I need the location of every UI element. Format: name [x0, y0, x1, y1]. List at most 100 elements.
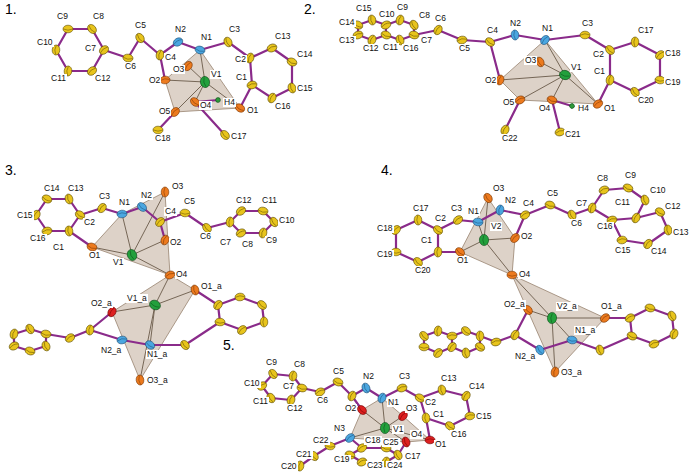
atom-label: C18 — [154, 134, 172, 143]
atom-ellipsoid — [432, 224, 445, 236]
atom-ellipsoid — [86, 325, 95, 336]
atom-ellipsoid — [604, 44, 616, 56]
atom-ellipsoid — [396, 383, 408, 393]
panel-number: 2. — [303, 2, 317, 16]
atom-label: O2 — [344, 404, 357, 413]
atom-label: C14 — [43, 184, 61, 193]
atom-ellipsoid — [395, 14, 405, 26]
atom-ellipsoid — [418, 330, 430, 343]
atom-ellipsoid — [64, 225, 73, 236]
atom-label: C7 — [84, 44, 97, 53]
atom-label: O5 — [158, 107, 171, 116]
atom-label: C19 — [376, 250, 394, 259]
atom-ellipsoid — [190, 284, 200, 296]
atom-label: O3 — [172, 65, 185, 74]
atom-ellipsoid — [599, 312, 612, 324]
atom-label: C12 — [664, 202, 682, 211]
atom-ellipsoid — [8, 340, 20, 351]
atom-label: C14 — [468, 382, 486, 391]
atom-label: C8 — [293, 360, 306, 369]
atom-label: C3 — [581, 19, 594, 28]
atom-ellipsoid — [257, 206, 268, 215]
atom-ellipsoid — [180, 209, 190, 217]
atom-label: C2 — [424, 398, 437, 407]
atom-label: C9 — [624, 171, 637, 180]
atom-label: C5 — [134, 21, 147, 30]
atom-label: N2 — [504, 196, 517, 205]
atom-ellipsoid — [446, 341, 458, 354]
atom-label: C11 — [614, 198, 631, 207]
atom-ellipsoid — [587, 202, 598, 214]
atom-ellipsoid — [367, 14, 377, 26]
atom-label: C5 — [458, 44, 471, 53]
coordination-polyhedron — [500, 40, 598, 104]
atom-ellipsoid — [361, 382, 372, 394]
coordination-bond — [122, 214, 132, 255]
atom-ellipsoid — [598, 185, 610, 196]
atom-label: O4 — [175, 270, 188, 279]
bond-line — [185, 322, 220, 345]
atom-ellipsoid — [419, 343, 429, 351]
atom-ellipsoid — [511, 30, 520, 41]
atom-label: C8 — [92, 12, 105, 21]
atom-ellipsoid — [432, 24, 444, 37]
atom-label: C6 — [124, 62, 137, 71]
atom-ellipsoid — [630, 212, 641, 224]
bond-line — [552, 100, 560, 132]
coordination-bond — [512, 275, 552, 318]
atom-label: N3 — [333, 424, 346, 433]
atom-ellipsoid — [437, 384, 447, 396]
atom-label: V1 — [112, 258, 124, 267]
atom-ellipsoid — [490, 337, 502, 347]
atom-label: V2 — [490, 222, 502, 231]
atom-ellipsoid — [392, 449, 403, 461]
atom-label: N2 — [174, 25, 187, 34]
atom-ellipsoid — [580, 31, 590, 39]
atom-ellipsoid — [626, 330, 638, 341]
atom-ellipsoid — [9, 328, 19, 340]
atom-ellipsoid — [40, 329, 51, 339]
bond-line — [490, 42, 500, 80]
atom-ellipsoid — [447, 332, 458, 341]
atom-label: C5 — [546, 189, 559, 198]
atom-ellipsoid — [495, 204, 505, 215]
atom-label: N2 — [509, 19, 522, 28]
atom-ellipsoid — [215, 318, 226, 326]
atom-label: O4 — [199, 101, 212, 110]
atom-label: O1_a — [200, 282, 223, 291]
atom-ellipsoid — [98, 44, 111, 56]
atom-ellipsoid — [422, 413, 431, 424]
coordination-polyhedron — [165, 50, 240, 112]
coordination-bond — [112, 305, 155, 312]
atom-label: V1_a — [126, 294, 148, 303]
atom-label: C1 — [593, 67, 606, 76]
atom-label: H4 — [223, 98, 236, 107]
atom-ellipsoid — [544, 200, 556, 210]
atom-ellipsoid — [669, 328, 680, 340]
atom-label: C12 — [286, 404, 304, 413]
atom-ellipsoid — [432, 347, 444, 359]
atom-ellipsoid — [24, 323, 36, 335]
atom-ellipsoid — [461, 347, 470, 358]
atom-ellipsoid — [148, 298, 162, 311]
atom-ellipsoid — [332, 377, 344, 388]
atom-ellipsoid — [86, 23, 98, 35]
atom-label: H4 — [577, 104, 590, 113]
coordination-polyhedron — [92, 192, 170, 275]
atom-ellipsoid — [414, 215, 422, 226]
bond-line — [515, 35, 545, 40]
atom-ellipsoid — [235, 205, 248, 217]
atom-label: N1 — [118, 198, 131, 207]
atom-label: C11 — [261, 196, 278, 205]
atom-ellipsoid — [476, 331, 484, 341]
atom-ellipsoid — [256, 299, 268, 311]
atom-label: C7 — [575, 199, 588, 208]
atom-label: O3_a — [560, 368, 583, 377]
atom-ellipsoid — [222, 36, 233, 48]
atom-label: C16 — [450, 430, 468, 439]
atom-ellipsoid — [434, 247, 442, 258]
atom-label: C12 — [94, 74, 112, 83]
atom-label: C24 — [386, 461, 404, 470]
atom-ellipsoid — [631, 37, 639, 47]
atom-ellipsoid — [640, 194, 650, 206]
